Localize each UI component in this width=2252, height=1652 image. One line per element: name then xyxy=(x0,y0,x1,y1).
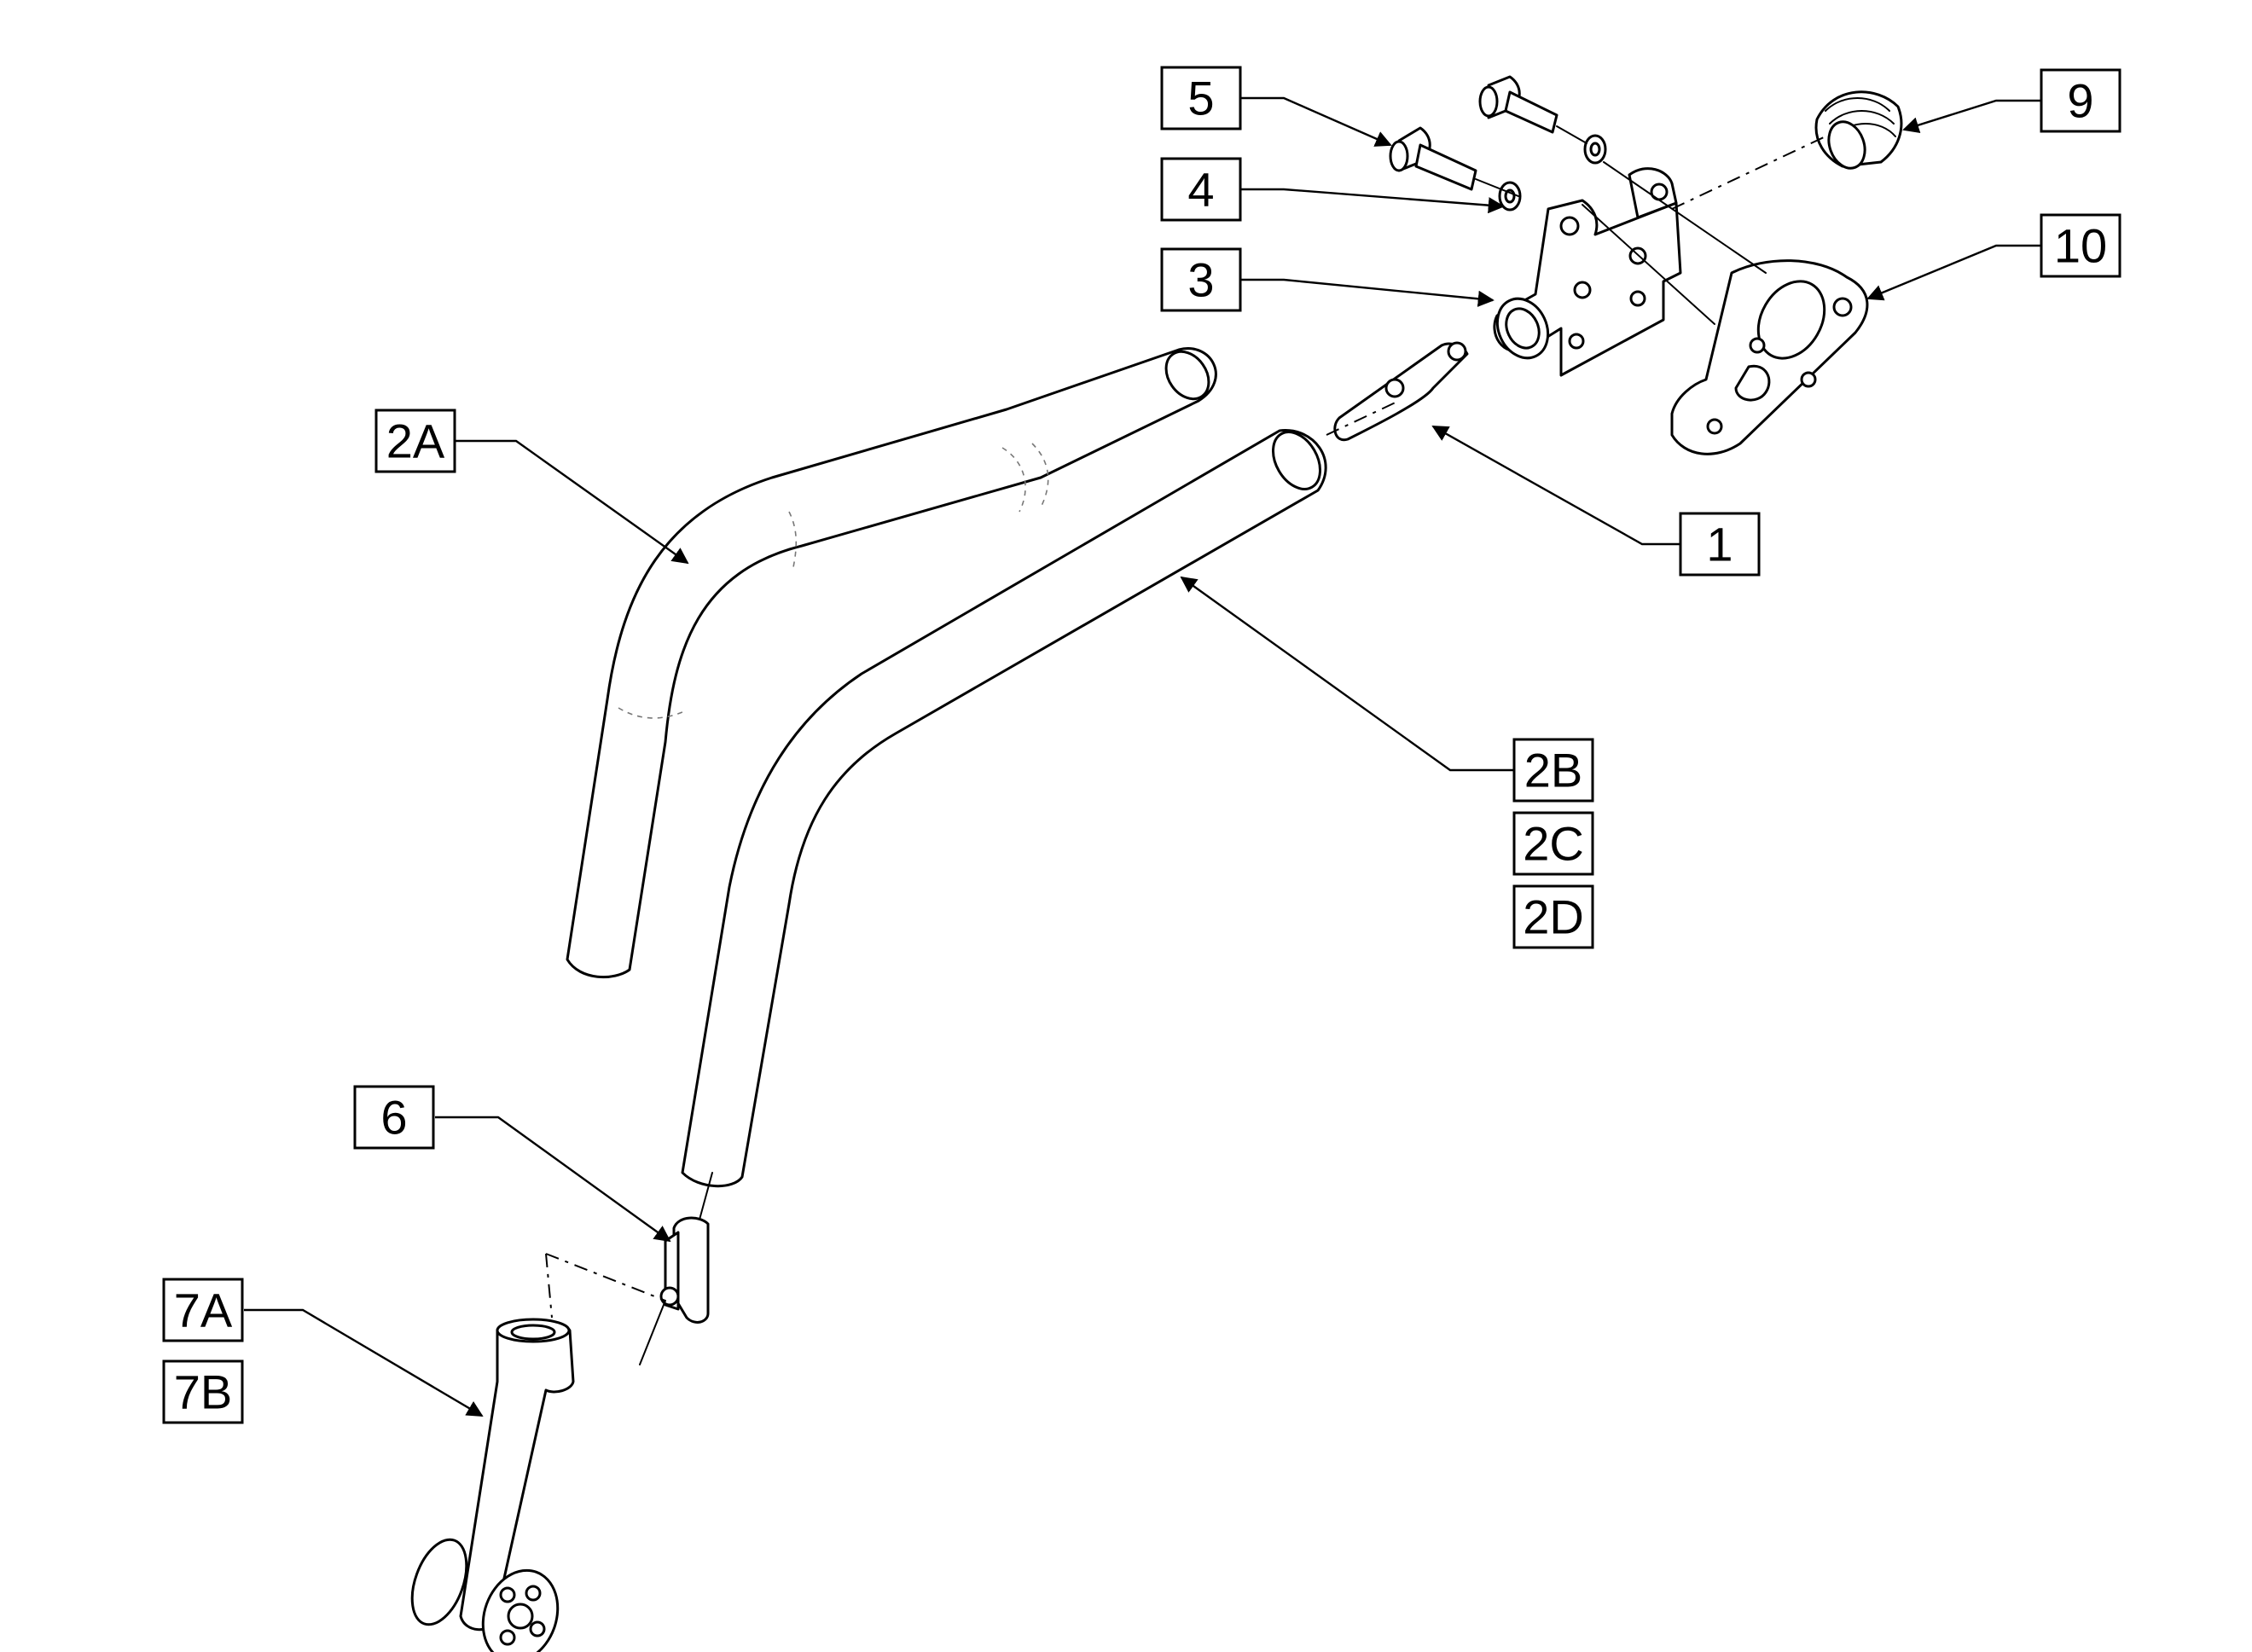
clip-6 xyxy=(659,1216,710,1324)
callout-3-text: 3 xyxy=(1187,253,1214,307)
callout-7b: 7B xyxy=(162,1359,244,1424)
clip-1 xyxy=(1333,341,1469,442)
bolt-5-rear xyxy=(1478,75,1558,134)
callout-10: 10 xyxy=(2040,213,2121,278)
callout-2b-text: 2B xyxy=(1524,744,1583,797)
callout-2b: 2B xyxy=(1512,738,1594,803)
callout-2c-text: 2C xyxy=(1523,817,1584,871)
leader-lines xyxy=(244,96,2041,1417)
callout-4: 4 xyxy=(1160,157,1242,222)
plug-9 xyxy=(1814,90,1903,170)
callout-3: 3 xyxy=(1160,247,1242,312)
callout-2d-text: 2D xyxy=(1523,890,1584,944)
washer-4-rear xyxy=(1583,134,1607,165)
callout-6: 6 xyxy=(353,1085,435,1150)
callout-5-text: 5 xyxy=(1187,72,1214,125)
callout-2c: 2C xyxy=(1512,811,1594,876)
bolt-5-front xyxy=(1389,126,1477,191)
callout-10-text: 10 xyxy=(2054,219,2107,273)
callout-1-text: 1 xyxy=(1706,518,1733,571)
callout-7b-text: 7B xyxy=(174,1365,233,1419)
callout-5: 5 xyxy=(1160,66,1242,130)
caster-wheel-left xyxy=(410,1538,468,1626)
tube-2a xyxy=(566,347,1217,979)
callout-2d: 2D xyxy=(1512,884,1594,949)
washer-4-front xyxy=(1498,181,1522,212)
callout-2a-text: 2A xyxy=(386,414,445,468)
callout-9-text: 9 xyxy=(2067,74,2093,128)
caster-fork-7 xyxy=(459,1318,575,1632)
callout-1: 1 xyxy=(1679,512,1761,577)
caster-wheel-right xyxy=(481,1568,560,1652)
bracket-3 xyxy=(1493,167,1682,377)
callout-2a: 2A xyxy=(374,409,456,473)
assembly-centerlines xyxy=(545,125,1826,1365)
callout-6-text: 6 xyxy=(380,1091,407,1145)
callout-7a: 7A xyxy=(162,1278,244,1342)
tube-2b xyxy=(681,429,1327,1188)
callout-4-text: 4 xyxy=(1187,163,1214,217)
plate-10 xyxy=(1670,259,1869,455)
callout-9: 9 xyxy=(2040,68,2121,133)
callout-7a-text: 7A xyxy=(174,1284,233,1337)
